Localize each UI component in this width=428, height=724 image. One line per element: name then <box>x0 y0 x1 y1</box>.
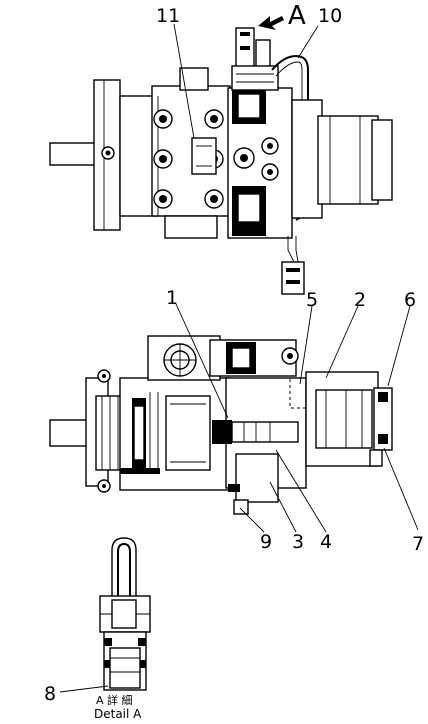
callout-3: 3 <box>292 531 304 553</box>
detail-tube <box>111 537 137 598</box>
callout-8: 8 <box>44 683 56 705</box>
callout-1: 1 <box>166 287 178 309</box>
top-pump-view <box>49 27 393 295</box>
top-wire-harness <box>287 236 295 263</box>
callout-2: 2 <box>354 289 366 311</box>
callout-9: 9 <box>260 531 272 553</box>
view-arrow-label: A <box>288 1 306 31</box>
internal-port-5 <box>289 377 317 409</box>
callout-4: 4 <box>320 531 332 553</box>
callouts: 11 10 1 5 2 6 7 4 3 9 8 <box>44 5 424 705</box>
top-connector <box>281 261 305 295</box>
view-arrow-icon <box>258 16 284 30</box>
callout-7: 7 <box>412 533 424 555</box>
view-arrow: A <box>258 1 306 31</box>
callout-5: 5 <box>306 289 318 311</box>
top-shaft <box>49 142 99 166</box>
callout-11: 11 <box>156 5 180 27</box>
spool-4 <box>231 421 299 443</box>
detail-caption: Detail A <box>94 707 142 721</box>
cylinder-block <box>165 395 211 471</box>
lower-housing-3 <box>235 453 279 503</box>
detail-a-view: A 詳 細 Detail A <box>94 537 151 721</box>
detail-jp-label: A 詳 細 <box>96 693 133 707</box>
top-rear-pump <box>291 99 323 219</box>
section-view <box>49 335 393 515</box>
callout-10: 10 <box>318 5 342 27</box>
name-plate <box>191 137 217 175</box>
detail-plug-8 <box>109 647 141 689</box>
callout-6: 6 <box>404 289 416 311</box>
section-shaft <box>49 419 91 447</box>
